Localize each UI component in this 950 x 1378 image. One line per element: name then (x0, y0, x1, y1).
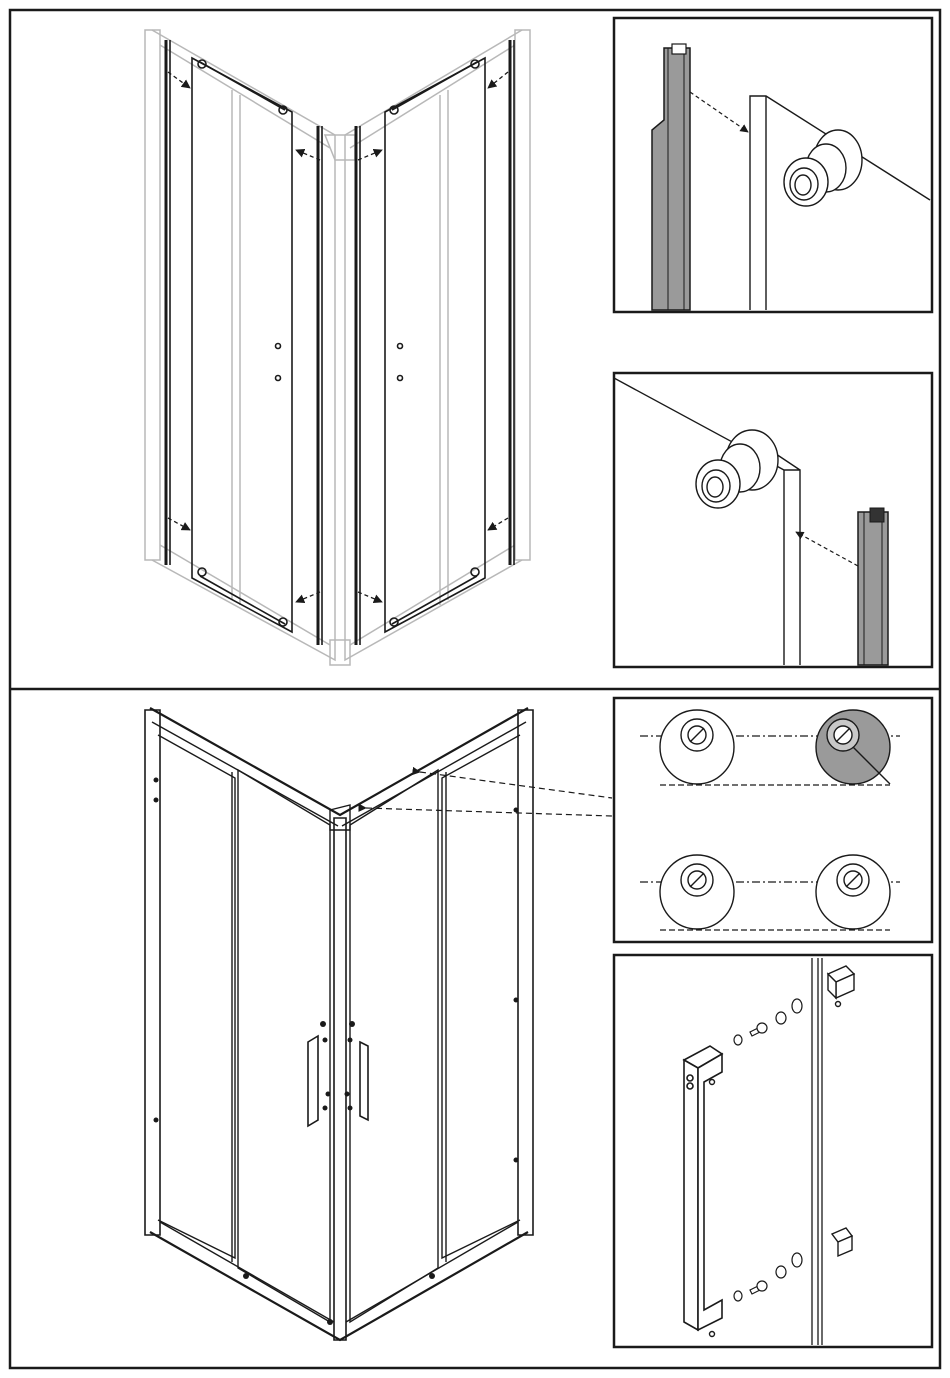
door-handle-icon (684, 1046, 722, 1330)
detail-roller-adjustment (614, 698, 932, 942)
glass-panel-edge (750, 96, 930, 310)
eccentric-roller-adjust-icon (816, 710, 890, 784)
detail-seal-bottom (614, 373, 932, 667)
eccentric-roller-adjust-icon (816, 855, 890, 929)
seal-insertion-arrows (168, 72, 508, 602)
detail-seal-top (614, 18, 932, 312)
eccentric-roller-adjust-icon (660, 855, 734, 929)
left-side-panels (158, 735, 330, 1322)
left-door-panel (166, 40, 322, 645)
roller-wheel-icon (784, 130, 862, 206)
step-2-enclosure-illustration (145, 708, 612, 1340)
glass-panel-corner (614, 378, 800, 665)
screw-icon (750, 1023, 767, 1294)
roller-wheel-icon (696, 430, 778, 508)
step-1-enclosure-illustration (145, 30, 530, 665)
door-handle-icon (308, 1036, 368, 1126)
handle-fixings (154, 778, 519, 1326)
right-side-panels (350, 735, 520, 1322)
eccentric-roller-adjust-icon (660, 710, 734, 784)
right-door-panel (356, 40, 514, 645)
glass-edge-lines (812, 958, 822, 1345)
detail-handle-fitting (614, 955, 932, 1347)
magnetic-seal-profile-icon (858, 512, 888, 665)
washer-icon (734, 999, 802, 1301)
